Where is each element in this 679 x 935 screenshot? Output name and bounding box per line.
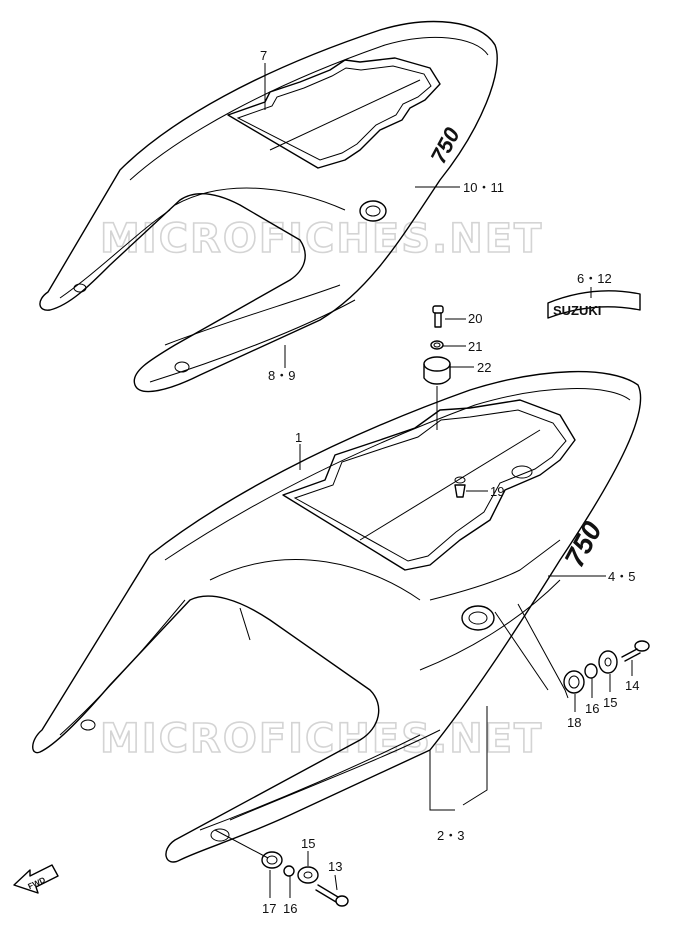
callout-10-11: 10・11 [463,180,504,195]
fwd-arrow: FWD [13,864,59,894]
callout-8-9: 8・9 [268,368,295,383]
bolt-14 [621,640,650,662]
grommet-17 [261,851,283,869]
bolt-13 [315,884,349,907]
upper-750-badge: 750 [426,123,466,168]
callout-17: 17 [262,901,276,916]
callout-1: 1 [295,430,302,445]
callout-22: 22 [477,360,491,375]
callout-16-bottom: 16 [283,901,297,916]
leader-lines [264,63,606,866]
collar-16-right [584,663,598,679]
watermark-top: MICROFICHES.NET [100,216,543,262]
callout-16-right: 16 [585,701,599,716]
washer-15-right [598,650,618,674]
suzuki-emblem: SUZUKI [547,290,641,319]
nut-21 [430,340,444,350]
callout-15-right: 15 [603,695,617,710]
callout-leaders-bottom [269,660,633,898]
callout-13: 13 [328,859,342,874]
watermark-bottom: MICROFICHES.NET [100,716,543,762]
callout-15-bottom: 15 [301,836,315,851]
upper-grommet-10-11 [359,200,387,222]
callout-7: 7 [260,48,267,63]
main-holes [80,465,533,842]
callout-14: 14 [625,678,639,693]
grommet-18 [563,670,585,694]
upper-seat-tail-cover [39,20,498,393]
upper-hole-left [73,283,190,373]
main-750-badge: 750 [559,516,609,572]
callout-21: 21 [468,339,482,354]
cushion-22 [423,356,451,385]
callout-19: 19 [490,484,504,499]
main-seat-rail-1 [282,399,576,571]
callout-6-12: 6・12 [577,271,612,286]
svg-text:SUZUKI: SUZUKI [553,303,601,318]
callout-20: 20 [468,311,482,326]
callout-labels: 7 10・11 8・9 6・12 20 21 22 1 19 4・5 14 18… [260,48,639,916]
main-grommet [461,605,495,631]
clip-19 [454,476,466,498]
callout-4-5: 4・5 [608,569,635,584]
collar-16-bottom [283,865,295,877]
svg-text:750: 750 [559,516,609,572]
svg-text:750: 750 [426,123,466,168]
washer-15-bottom [297,866,319,884]
screw-20 [432,305,444,328]
callout-18: 18 [567,715,581,730]
upper-seat-rail-7 [227,57,441,169]
callout-2-3: 2・3 [437,828,464,843]
main-seat-tail-cover [32,370,642,863]
